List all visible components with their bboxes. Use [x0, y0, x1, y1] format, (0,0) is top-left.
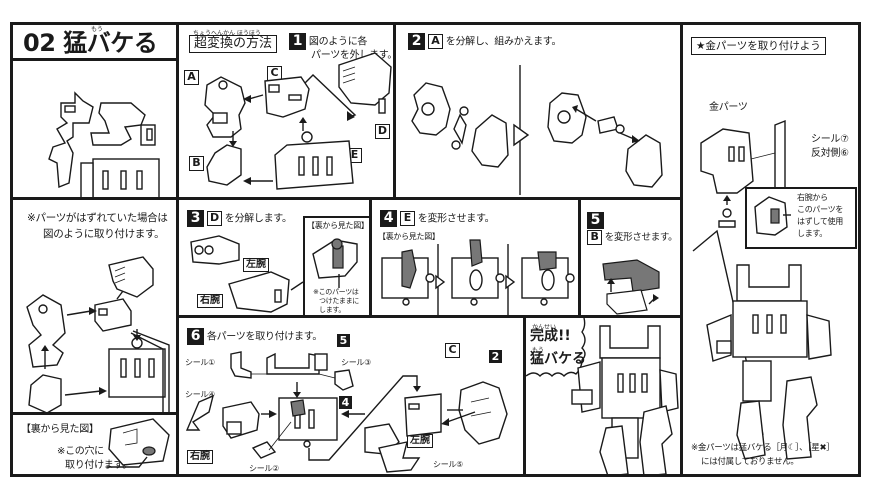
page-title: 02 猛バケる [23, 29, 158, 57]
step-number-badge: 1 [289, 33, 306, 50]
complete-text: 完成!! [530, 328, 571, 344]
recovery-note-line1: ※パーツがはずれていた場合は [27, 212, 168, 224]
speech-bubble-outline [526, 318, 586, 377]
step4-back-view-label: 【裏から見た図】 [378, 232, 440, 241]
ref-step-5: 5 [337, 334, 350, 347]
completed-robot-with-gold [706, 264, 832, 460]
step-number-badge: 4 [380, 210, 397, 227]
method-title: 超変換の方法 [189, 35, 278, 53]
title-ruby: もう [91, 26, 103, 33]
step5-text: を変形させます。 [604, 232, 678, 243]
gold-parts-diagram [692, 119, 786, 436]
gold-parts-panel: ★金パーツを取り付けよう 金パーツ シール⑦ 反対側⑥ 右腕から このパーツを … [680, 22, 861, 477]
gold-part-label: 金パーツ [709, 102, 748, 113]
step1-panel: ちょうへんかん ほうほう 超変換の方法 1 図のように各 パーツを外します。 A… [176, 22, 396, 200]
right-arm-label: 右腕 [197, 294, 223, 308]
step-number-badge: 3 [187, 210, 204, 227]
callout-line2: このパーツを [797, 205, 844, 214]
step5-diagram [602, 259, 660, 315]
step1-text-line1: 図のように各 [308, 36, 368, 48]
step6-heading: 6 各パーツを取り付けます。 [187, 328, 322, 345]
recovery-panel: ※パーツがはずれていた場合は 図のように取り付けます。 【裏から見た図】 ※この… [10, 197, 179, 477]
step2-diagram [411, 65, 663, 195]
part-label-d: D [375, 124, 390, 139]
callout-bubble: 右腕から このパーツを はずして使用 します。 [745, 187, 857, 249]
back-view-subpanel: 【裏から見た図】 ※この穴に 取り付けます。 [13, 412, 176, 474]
gold-footnote-line1: ※金パーツは猛バケる［月☾］、［星✖］ [691, 443, 835, 453]
hole-note-line1: ※この穴に [57, 446, 104, 457]
part-label-c: C [267, 66, 282, 81]
step5-heading: B を変形させます。 [587, 230, 678, 245]
part-label-b: B [587, 230, 602, 245]
opposite-side-label: 反対側⑥ [811, 148, 849, 159]
complete-panel: かんせい 完成!! もう 猛バケる [523, 315, 683, 477]
sticker-1-label: シール① [185, 358, 215, 367]
gold-panel-title: ★金パーツを取り付けよう [691, 37, 826, 55]
sticker-4-label: シール④ [185, 390, 215, 399]
step4-heading: 4 E を変形させます。 [380, 210, 495, 227]
step-number-badge: 2 [408, 33, 425, 50]
keep-note-line2: つけたままに [319, 297, 359, 305]
step3-diagram [190, 235, 304, 313]
sticker-2-label: シール② [249, 464, 279, 473]
back-view-arm [312, 238, 358, 288]
part-label-c: C [445, 343, 460, 358]
sticker-3-label: シール③ [341, 358, 371, 367]
part-label-e: E [399, 211, 415, 226]
step2-text: を分解し、組みかえます。 [445, 36, 562, 48]
model-name: 猛バケる [63, 29, 158, 57]
step2-panel: 2 A を分解し、組みかえます。 [393, 22, 683, 200]
ref-step-2: 2 [489, 350, 502, 363]
left-arm-label: 左腕 [243, 258, 269, 272]
recovery-diagram [26, 256, 170, 415]
complete-robot-name: 猛バケる [530, 351, 586, 367]
step4-diagram [381, 239, 575, 315]
step6-text: 各パーツを取り付けます。 [206, 331, 323, 343]
model-number: 02 [23, 29, 56, 57]
step6-diagram [185, 351, 508, 473]
sticker-7-label: シール⑦ [811, 134, 849, 145]
keep-note-line1: ※このパーツは [313, 288, 359, 296]
hole-diagram [107, 418, 170, 468]
method-ruby: ちょうへんかん ほうほう [193, 30, 261, 37]
left-arm-label: 左腕 [407, 434, 433, 448]
gold-footnote-line2: には付属しておりません。 [701, 457, 799, 467]
ref-step-4: 4 [339, 396, 352, 409]
step3-panel: 3 D を分解します。 左腕 右腕 【裏から見た図】 ※このパーツは つけたまま… [176, 197, 372, 318]
step3-heading: 3 D を分解します。 [187, 210, 292, 227]
kanji-robot-figure [48, 91, 160, 197]
back-view-label: 【裏から見た図】 [21, 424, 99, 435]
part-label-a: A [427, 34, 443, 49]
step-number-badge: 5 [587, 212, 604, 229]
step1-text-line2: パーツを外します。 [311, 50, 396, 61]
title-bar: もう 02 猛バケる [13, 25, 176, 61]
step5-panel: 5 B を変形させます。 [578, 197, 683, 318]
step4-text: を変形させます。 [417, 213, 495, 225]
right-arm-icon [754, 196, 791, 236]
part-label-a: A [184, 70, 199, 85]
back-view-inset: 【裏から見た図】 ※このパーツは つけたままに します。 [303, 216, 369, 315]
complete-ruby: かんせい [532, 324, 557, 331]
robot-name-ruby: もう [532, 347, 544, 354]
callout-line4: します。 [797, 229, 827, 238]
step3-text: を分解します。 [224, 213, 292, 225]
part-label-b: B [189, 156, 204, 171]
hole-note-line2: 取り付けます。 [65, 460, 132, 471]
completed-robot-figure [571, 325, 679, 474]
callout-line3: はずして使用 [797, 217, 843, 226]
step3-back-view-label: 【裏から見た図】 [307, 221, 369, 230]
sticker-5-label: シール⑤ [433, 460, 463, 469]
step-number-badge: 6 [187, 328, 204, 345]
step1-diagram [204, 52, 392, 190]
recovery-note-line2: 図のように取り付けます。 [43, 228, 165, 240]
step6-panel: 6 各パーツを取り付けます。 5 4 2 C シール① シール② シール③ シー… [176, 315, 526, 477]
right-arm-label: 右腕 [187, 450, 213, 464]
callout-line1: 右腕から [797, 193, 828, 202]
step1-heading: 1 図のように各 [289, 33, 367, 50]
part-label-d: D [206, 211, 222, 226]
step2-heading: 2 A を分解し、組みかえます。 [408, 33, 561, 50]
title-panel: もう 02 猛バケる [10, 22, 179, 200]
keep-note-line3: します。 [319, 306, 346, 314]
step4-panel: 4 E を変形させます。 【裏から見た図】 [369, 197, 581, 318]
